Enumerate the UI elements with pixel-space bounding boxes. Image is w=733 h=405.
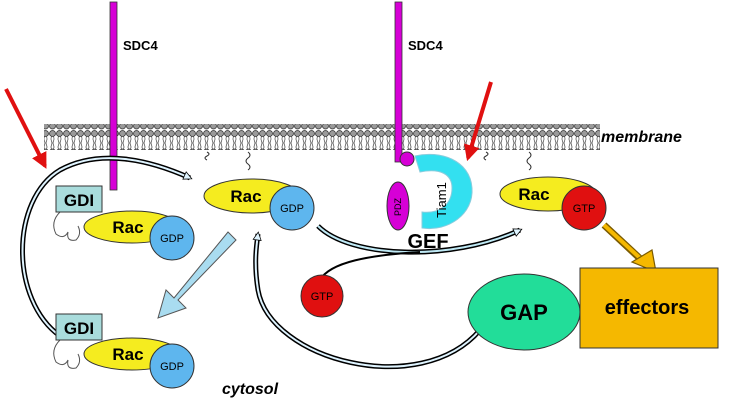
sdc4-left-label: SDC4 xyxy=(123,38,158,53)
effector-arrow-fill xyxy=(602,223,642,260)
gtp-active xyxy=(561,185,607,231)
gtp-free xyxy=(300,274,344,318)
sdc4-left-receptor xyxy=(109,1,118,191)
rac-gdi-top-label: Rac xyxy=(112,218,143,237)
gdp-free-label: GDP xyxy=(280,203,304,215)
gdi-top-box xyxy=(55,185,103,213)
gdi-bottom-label: GDI xyxy=(64,319,94,338)
rac-gdi-bottom-label: Rac xyxy=(112,345,143,364)
gdi-bottom-hook xyxy=(53,339,81,369)
gdi-bottom-box xyxy=(55,313,103,341)
lipid-anchor-3 xyxy=(483,151,489,161)
gtp-active-label: GTP xyxy=(573,203,596,215)
gap-label: GAP xyxy=(500,300,548,325)
gdi-top-hook xyxy=(53,211,81,241)
recycle-arrow-left-inner xyxy=(21,157,193,337)
effectors-label: effectors xyxy=(605,297,689,319)
gdp-top-label: GDP xyxy=(160,233,184,245)
red-arrow-left xyxy=(4,88,47,169)
tiam1-label: Tiam1 xyxy=(434,182,449,218)
gdp-free xyxy=(269,185,315,231)
gef-exchange-arrow-inner xyxy=(317,225,523,254)
sdc4-right-label: SDC4 xyxy=(408,38,443,53)
gdi-top-label: GDI xyxy=(64,191,94,210)
sdc4-pdz-binding xyxy=(399,151,415,167)
gdp-bottom-label: GDP xyxy=(160,361,184,373)
gap-hydrolysis-arrow xyxy=(253,233,482,369)
pdz-label: PDZ xyxy=(393,197,403,216)
lipid-anchor-1 xyxy=(204,151,210,161)
membrane-label: membrane xyxy=(601,129,682,146)
tiam1-gef xyxy=(414,153,473,230)
dissociation-arrow xyxy=(157,231,237,319)
red-arrow-right xyxy=(464,81,493,162)
gtp-entry-arc xyxy=(319,251,421,281)
sdc4-right-receptor xyxy=(394,1,403,163)
gef-label: GEF xyxy=(407,231,448,253)
rac-active-label: Rac xyxy=(518,185,549,204)
effector-arrowhead xyxy=(630,249,657,273)
gdp-bottom xyxy=(149,343,195,389)
membrane-bilayer xyxy=(44,124,600,150)
lipid-anchor-4 xyxy=(526,151,532,171)
pdz-domain xyxy=(386,181,410,231)
gap-hydrolysis-arrow-inner xyxy=(252,231,481,368)
effectors-box xyxy=(579,267,719,349)
cytosol-label: cytosol xyxy=(222,381,279,398)
gdp-top xyxy=(149,215,195,261)
lipid-anchor-2 xyxy=(245,151,251,171)
rac-free-label: Rac xyxy=(230,187,261,206)
gtp-free-label: GTP xyxy=(311,291,334,303)
